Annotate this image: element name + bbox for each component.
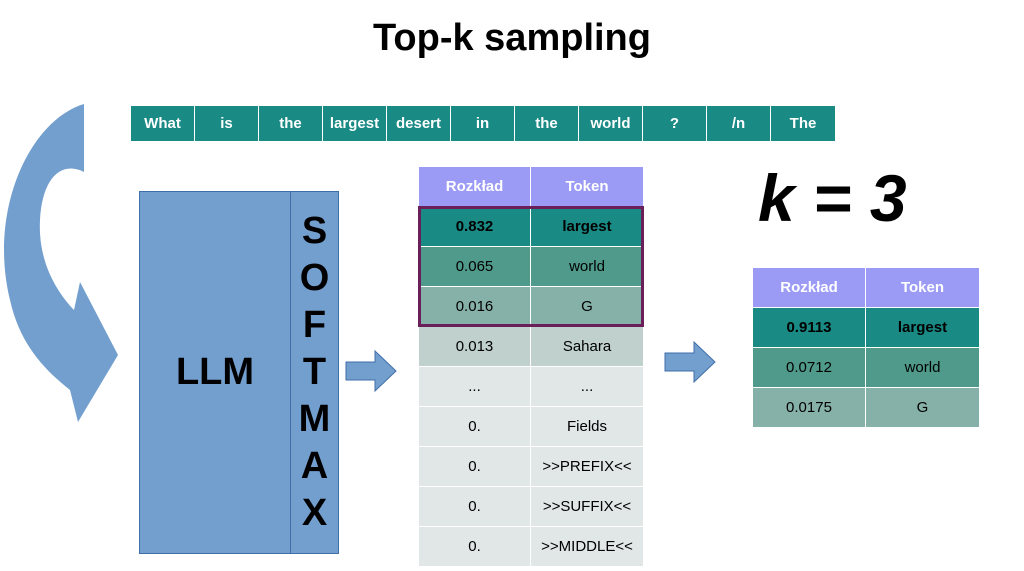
table-row: 0.0712 world <box>753 348 979 388</box>
token-cell: world <box>531 247 643 287</box>
token-cell: largest <box>531 207 643 247</box>
table-row: ... ... <box>419 367 643 407</box>
input-token: largest <box>323 106 387 141</box>
softmax-letter: X <box>301 492 328 534</box>
probability-cell: 0.016 <box>419 287 531 327</box>
probability-cell: 0.9113 <box>753 308 866 348</box>
column-header: Token <box>866 268 979 308</box>
table-header-row: Rozkład Token <box>753 268 979 308</box>
column-header: Rozkład <box>419 167 531 207</box>
input-token: is <box>195 106 259 141</box>
token-cell: Sahara <box>531 327 643 367</box>
table-row: 0.9113 largest <box>753 308 979 348</box>
token-cell: G <box>531 287 643 327</box>
feedback-curved-arrow-icon <box>4 104 118 422</box>
input-token: world <box>579 106 643 141</box>
right-arrow-icon <box>664 341 716 383</box>
token-cell: >>PREFIX<< <box>531 447 643 487</box>
softmax-letter: S <box>301 210 328 252</box>
probability-cell: 0. <box>419 407 531 447</box>
table-row: 0. >>MIDDLE<< <box>419 527 643 567</box>
probability-cell: 0.065 <box>419 247 531 287</box>
table-row: 0.013 Sahara <box>419 327 643 367</box>
distribution-table: Rozkład Token 0.832 largest 0.065 world … <box>419 167 643 567</box>
softmax-letter: M <box>298 398 331 440</box>
softmax-letter: O <box>299 257 330 299</box>
table-row: 0. >>PREFIX<< <box>419 447 643 487</box>
input-token: the <box>259 106 323 141</box>
token-cell: >>SUFFIX<< <box>531 487 643 527</box>
probability-cell: 0.0175 <box>753 388 866 428</box>
probability-cell: 0. <box>419 527 531 567</box>
probability-cell: 0. <box>419 487 531 527</box>
input-token: in <box>451 106 515 141</box>
probability-cell: 0.832 <box>419 207 531 247</box>
table-row: 0.832 largest <box>419 207 643 247</box>
token-cell: >>MIDDLE<< <box>531 527 643 567</box>
softmax-letter: F <box>302 304 327 346</box>
input-token: What <box>131 106 195 141</box>
probability-cell: ... <box>419 367 531 407</box>
right-arrow-icon <box>345 350 397 392</box>
table-row: 0.016 G <box>419 287 643 327</box>
input-token: ? <box>643 106 707 141</box>
token-cell: ... <box>531 367 643 407</box>
table-header-row: Rozkład Token <box>419 167 643 207</box>
input-token-strip: What is the largest desert in the world … <box>131 106 835 141</box>
token-cell: largest <box>866 308 979 348</box>
input-token: desert <box>387 106 451 141</box>
probability-cell: 0.0712 <box>753 348 866 388</box>
column-header: Token <box>531 167 643 207</box>
softmax-letter: T <box>302 351 327 393</box>
input-token: The <box>771 106 835 141</box>
softmax-block: S O F T M A X <box>290 191 339 554</box>
column-header: Rozkład <box>753 268 866 308</box>
llm-block: LLM <box>139 191 291 554</box>
token-cell: world <box>866 348 979 388</box>
input-token: the <box>515 106 579 141</box>
table-row: 0. Fields <box>419 407 643 447</box>
k-value-label: k = 3 <box>758 161 907 235</box>
table-row: 0.065 world <box>419 247 643 287</box>
token-cell: Fields <box>531 407 643 447</box>
softmax-letter: A <box>300 445 329 487</box>
page-title: Top-k sampling <box>373 17 651 59</box>
table-row: 0. >>SUFFIX<< <box>419 487 643 527</box>
input-token: /n <box>707 106 771 141</box>
llm-label: LLM <box>175 351 255 393</box>
probability-cell: 0.013 <box>419 327 531 367</box>
top-k-table: Rozkład Token 0.9113 largest 0.0712 worl… <box>753 268 979 428</box>
table-row: 0.0175 G <box>753 388 979 428</box>
token-cell: G <box>866 388 979 428</box>
probability-cell: 0. <box>419 447 531 487</box>
